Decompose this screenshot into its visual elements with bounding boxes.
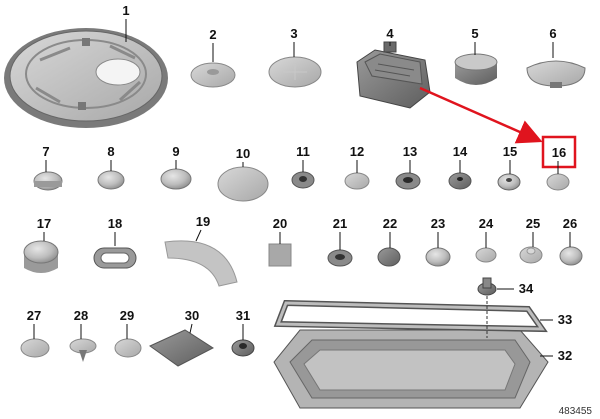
part-number-18: 18	[108, 216, 122, 231]
part-9-plug	[160, 168, 192, 190]
part-4-box-housing	[356, 41, 431, 109]
part-number-28: 28	[74, 308, 88, 323]
part-number-17: 17	[37, 216, 51, 231]
part-18-oval-ring	[93, 247, 137, 269]
part-27-plug	[20, 338, 50, 358]
part-13-grommet	[395, 172, 421, 190]
part-15-grommet	[497, 173, 521, 191]
part-number-3: 3	[290, 26, 297, 41]
part-34-nut	[477, 277, 497, 338]
part-1-round-cover	[4, 28, 168, 128]
part-16-plug	[546, 173, 570, 191]
diagram-id: 483455	[559, 406, 593, 417]
part-number-19: 19	[196, 214, 210, 229]
part-number-29: 29	[120, 308, 134, 323]
part-number-20: 20	[273, 216, 287, 231]
part-5-cup-plug	[454, 53, 498, 85]
part-number-32: 32	[558, 348, 572, 363]
part-31-grommet	[231, 339, 255, 357]
part-3-flat-plug	[268, 56, 322, 88]
part-number-23: 23	[431, 216, 445, 231]
part-number-33: 33	[558, 312, 572, 327]
part-number-34: 34	[519, 281, 534, 296]
part-number-6: 6	[549, 26, 556, 41]
part-19-curved-strip	[164, 240, 238, 287]
part-7-plug	[33, 171, 63, 191]
part-number-9: 9	[172, 144, 179, 159]
part-22-plug	[377, 247, 401, 267]
part-number-25: 25	[526, 216, 540, 231]
highlight-box-part-16	[541, 135, 577, 169]
leader-lines	[33, 19, 571, 357]
part-17-plug	[23, 240, 59, 273]
part-24-plug	[475, 247, 497, 263]
part-21-grommet	[327, 249, 353, 267]
part-29-plug	[114, 338, 142, 358]
part-number-15: 15	[503, 144, 517, 159]
part-numbers: 1 2 3 4 5 6 7 8 9 10 11 12 13 14 15 16 1…	[27, 3, 577, 363]
part-20-square-pad	[268, 243, 292, 267]
part-number-21: 21	[333, 216, 347, 231]
part-2-flat-plug	[190, 62, 236, 88]
part-8-plug	[97, 170, 125, 190]
part-12-plug	[344, 172, 370, 190]
part-30-square-pad	[149, 329, 214, 367]
part-23-plug	[425, 247, 451, 267]
part-number-2: 2	[209, 27, 216, 42]
part-11-grommet	[291, 171, 315, 189]
part-10-flat-cap	[217, 166, 269, 202]
part-number-7: 7	[42, 144, 49, 159]
part-14-grommet	[448, 172, 472, 190]
part-number-24: 24	[479, 216, 494, 231]
part-number-5: 5	[471, 26, 478, 41]
part-25-grommet	[519, 246, 543, 264]
part-number-31: 31	[236, 308, 250, 323]
part-33-gasket-frame	[273, 299, 548, 333]
part-number-30: 30	[185, 308, 199, 323]
part-number-4: 4	[386, 26, 394, 41]
part-number-1: 1	[122, 3, 129, 18]
part-26-plug	[559, 246, 583, 266]
part-number-8: 8	[107, 144, 114, 159]
part-number-13: 13	[403, 144, 417, 159]
part-number-22: 22	[383, 216, 397, 231]
part-number-10: 10	[236, 146, 250, 161]
part-number-27: 27	[27, 308, 41, 323]
highlight-arrow	[419, 86, 543, 144]
part-number-11: 11	[296, 144, 310, 159]
part-6-oval-plug	[526, 60, 586, 88]
part-number-26: 26	[563, 216, 577, 231]
part-number-16: 16	[552, 145, 566, 160]
part-28-push-pin	[69, 338, 97, 362]
part-32-tray	[273, 329, 549, 409]
part-number-14: 14	[453, 144, 468, 159]
part-number-12: 12	[350, 144, 364, 159]
